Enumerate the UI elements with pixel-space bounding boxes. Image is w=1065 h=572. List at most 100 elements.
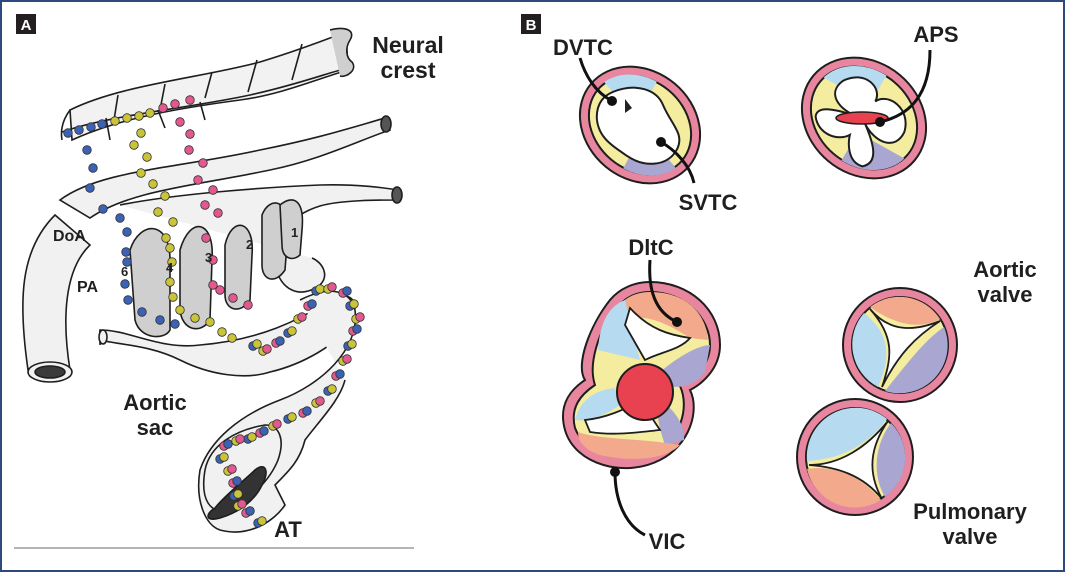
neural-crest-cell-yellow bbox=[257, 516, 267, 526]
label-neural-crest-1: Neural bbox=[372, 32, 444, 58]
neural-crest-cell-blue bbox=[275, 336, 285, 346]
neural-crest-cell-pink bbox=[208, 185, 218, 195]
neural-crest-cell-yellow bbox=[175, 305, 185, 315]
neural-crest-cell-pink bbox=[235, 434, 245, 444]
neural-crest-cell-pink bbox=[315, 396, 325, 406]
neural-crest-cell-yellow bbox=[136, 128, 146, 138]
dltc-leader bbox=[648, 259, 678, 324]
panel-a-letter: A bbox=[21, 17, 32, 34]
neural-crest-cell-blue bbox=[98, 204, 108, 214]
neural-crest-cell-yellow bbox=[347, 339, 357, 349]
neural-crest-cell-yellow bbox=[122, 113, 132, 123]
neural-crest-cell-yellow bbox=[142, 152, 152, 162]
panel-a: A bbox=[14, 14, 444, 549]
neural-crest-cell-yellow bbox=[287, 326, 297, 336]
neural-crest-cell-pink bbox=[158, 103, 168, 113]
arrowhead-icon bbox=[625, 99, 632, 113]
neural-crest-cell-blue bbox=[88, 163, 98, 173]
neural-crest-cell-blue bbox=[85, 183, 95, 193]
panel-a-badge bbox=[16, 14, 36, 34]
svtc-leader bbox=[660, 140, 696, 184]
neural-crest-cell-yellow bbox=[190, 313, 200, 323]
label-aortic-sac-1: Aortic bbox=[123, 390, 187, 415]
neural-crest-cell-pink bbox=[198, 158, 208, 168]
label-aortic-valve-1: Aortic bbox=[973, 257, 1037, 282]
neural-crest-cell-yellow bbox=[217, 327, 227, 337]
neural-crest-cell-pink bbox=[297, 312, 307, 322]
neural-crest-cell-yellow bbox=[165, 277, 175, 287]
label-aortic-valve-2: valve bbox=[977, 282, 1032, 307]
neural-crest-cell-blue bbox=[352, 324, 362, 334]
label-pulmonary-valve-2: valve bbox=[942, 524, 997, 549]
neural-crest-cell-yellow bbox=[233, 489, 243, 499]
label-arch-6: 6 bbox=[121, 264, 128, 279]
neural-crest-cell-yellow bbox=[145, 108, 155, 118]
aps-leader bbox=[879, 49, 932, 124]
vic-leader bbox=[613, 471, 646, 537]
label-arch-2: 2 bbox=[246, 237, 253, 252]
label-aps: APS bbox=[913, 22, 958, 47]
neural-crest-cell-pink bbox=[208, 255, 218, 265]
neural-crest-cell-pink bbox=[208, 280, 218, 290]
neural-crest-cell-pink bbox=[327, 282, 337, 292]
label-doa: DoA bbox=[53, 228, 86, 245]
neural-crest-cell-yellow bbox=[349, 299, 359, 309]
label-vic: VIC bbox=[649, 529, 686, 554]
neural-crest-cell-blue bbox=[74, 125, 84, 135]
neural-crest-cell-yellow bbox=[110, 116, 120, 126]
neural-crest-cell-yellow bbox=[227, 333, 237, 343]
neural-crest-cell-blue bbox=[122, 227, 132, 237]
neural-crest-cell-pink bbox=[342, 354, 352, 364]
neural-crest-cell-yellow bbox=[134, 111, 144, 121]
neural-crest-cell-pink bbox=[170, 99, 180, 109]
neural-crest-cell-yellow bbox=[161, 233, 171, 243]
panel-b: B DVTC SVTC APS bbox=[521, 14, 1037, 554]
neural-crest-cell-yellow bbox=[129, 140, 139, 150]
neural-crest-cell-blue bbox=[86, 122, 96, 132]
neural-crest-cell-blue bbox=[123, 295, 133, 305]
neural-crest-cell-blue bbox=[82, 145, 92, 155]
neural-crest-cell-pink bbox=[184, 145, 194, 155]
label-aortic-sac-2: sac bbox=[137, 415, 174, 440]
panel-b-badge bbox=[521, 14, 541, 34]
neural-crest-cell-pink bbox=[185, 129, 195, 139]
neural-crest-cell-blue bbox=[342, 286, 352, 296]
neural-crest-cell-yellow bbox=[205, 317, 215, 327]
neural-crest-cell-blue bbox=[120, 279, 130, 289]
neural-crest-cell-yellow bbox=[247, 432, 257, 442]
neural-crest-cell-yellow bbox=[153, 207, 163, 217]
neural-crest-cell-blue bbox=[170, 319, 180, 329]
neural-crest-cell-pink bbox=[355, 312, 365, 322]
label-at: AT bbox=[274, 517, 302, 542]
neural-crest-cell-blue bbox=[137, 307, 147, 317]
label-arch-4: 4 bbox=[166, 260, 174, 275]
neural-crest-cell-blue bbox=[335, 369, 345, 379]
neural-crest-cell-yellow bbox=[136, 168, 146, 178]
label-dltc: DltC bbox=[628, 235, 673, 260]
panel-b-letter: B bbox=[526, 17, 537, 34]
neural-crest-cell-blue bbox=[115, 213, 125, 223]
neural-crest-cell-yellow bbox=[287, 412, 297, 422]
neural-crest-cell-yellow bbox=[148, 179, 158, 189]
neural-crest-cell-yellow bbox=[168, 217, 178, 227]
neural-crest-cell-blue bbox=[122, 257, 132, 267]
neural-crest-cell-pink bbox=[228, 293, 238, 303]
neural-crest-cell-pink bbox=[243, 300, 253, 310]
stage-septation bbox=[562, 280, 722, 469]
neural-crest-cell-yellow bbox=[219, 452, 229, 462]
neural-crest-cell-yellow bbox=[167, 257, 177, 267]
label-pulmonary-valve-1: Pulmonary bbox=[913, 499, 1027, 524]
neural-crest-cell-yellow bbox=[327, 384, 337, 394]
neural-crest-cell-pink bbox=[193, 175, 203, 185]
neural-crest-cell-pink bbox=[185, 95, 195, 105]
stage-aps bbox=[800, 56, 928, 180]
label-arch-1: 1 bbox=[291, 225, 298, 240]
neural-crest-cell-pink bbox=[237, 499, 247, 509]
neural-crest-cell-blue bbox=[232, 476, 242, 486]
label-neural-crest-2: crest bbox=[381, 57, 436, 83]
aortic-valve bbox=[842, 287, 958, 403]
neural-crest-cell-blue bbox=[121, 247, 131, 257]
neural-crest-cell-pink bbox=[272, 419, 282, 429]
neural-crest-cell-blue bbox=[259, 426, 269, 436]
